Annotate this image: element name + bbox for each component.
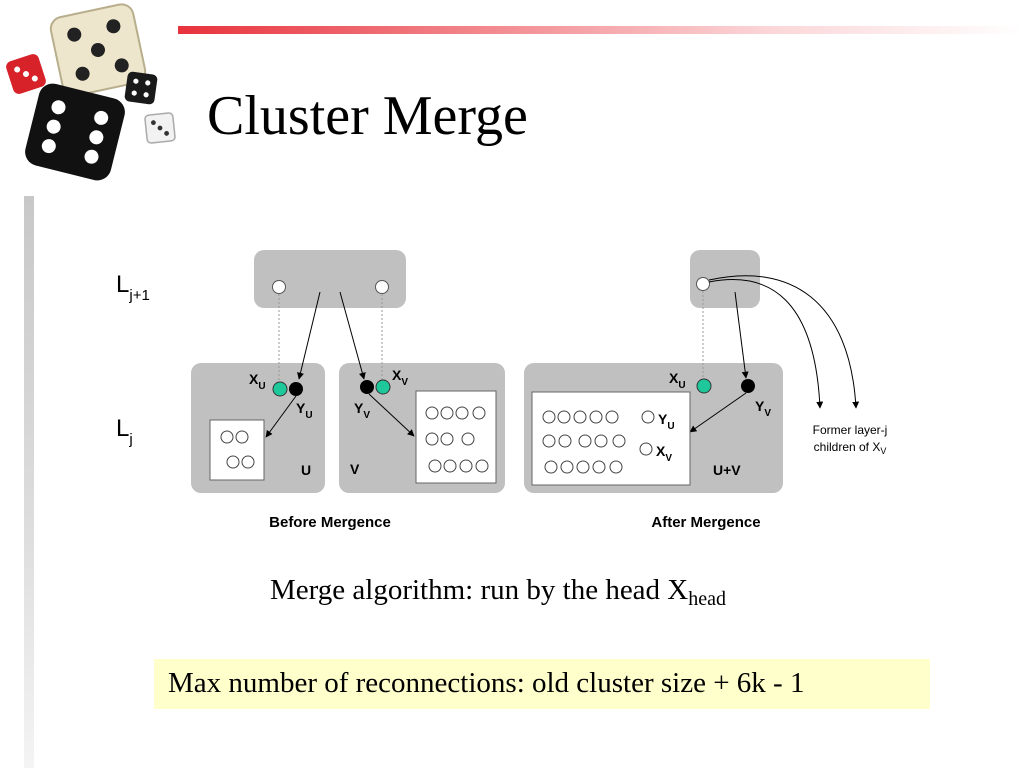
cream-die xyxy=(49,3,147,97)
small-white-die xyxy=(144,112,176,144)
children-nodes-u xyxy=(220,430,255,469)
label-xv-after: XV xyxy=(656,443,672,464)
caption-before: Before Mergence xyxy=(269,514,391,531)
label-yu: YU xyxy=(296,400,313,421)
label-xu: XU xyxy=(249,371,266,392)
red-die xyxy=(6,54,46,94)
merge-algorithm-main: Merge algorithm: run by the head X xyxy=(270,574,689,606)
node-yv-after xyxy=(741,379,755,393)
children-nodes-merged xyxy=(542,410,655,474)
node-xv xyxy=(375,379,391,395)
after-mergence-group: XU YV YU XV U+V Former layer-j children … xyxy=(524,250,887,531)
arrow-to-yv-after xyxy=(734,291,749,379)
merge-algorithm-text: Merge algorithm: run by the head Xhead xyxy=(270,574,726,611)
upper-cluster-box-before xyxy=(254,250,406,308)
label-yv: YV xyxy=(354,400,370,421)
curve-arrow-1 xyxy=(708,279,824,409)
note-former-children-line2: children of XV xyxy=(814,440,887,456)
before-mergence-group: XU YU U XV YV V Before Mergence xyxy=(191,250,505,531)
label-yu-after: YU xyxy=(658,411,675,432)
large-black-die xyxy=(25,83,125,181)
label-xu-after: XU xyxy=(669,370,686,391)
arrow-yv-to-merged xyxy=(689,392,747,433)
label-xv: XV xyxy=(392,367,408,388)
node-yu xyxy=(289,382,303,396)
title-accent-bar xyxy=(178,26,1024,34)
note-former-children-line1: Former layer-j xyxy=(813,423,888,437)
slide-title: Cluster Merge xyxy=(207,85,528,147)
upper-node-after xyxy=(696,277,710,291)
children-box-u xyxy=(209,419,265,481)
node-xu xyxy=(272,381,288,397)
merge-algorithm-sub: head xyxy=(688,588,727,610)
caption-after: After Mergence xyxy=(651,514,760,531)
node-xu-after xyxy=(696,378,712,394)
upper-node-left xyxy=(272,280,286,294)
upper-node-right xyxy=(375,280,389,294)
arrow-to-yu xyxy=(297,291,321,380)
layer-label-lower: Lj xyxy=(116,415,133,448)
arrow-to-xv xyxy=(339,291,366,380)
upper-cluster-box-after xyxy=(690,250,760,308)
label-cluster-u: U xyxy=(301,462,311,478)
label-cluster-uv: U+V xyxy=(713,462,741,478)
node-yv xyxy=(360,380,374,394)
label-cluster-v: V xyxy=(350,461,360,477)
children-nodes-v xyxy=(425,406,489,473)
small-black-die xyxy=(124,71,158,105)
layer-label-upper: Lj+1 xyxy=(116,271,150,304)
dice-logo xyxy=(6,3,176,181)
arrow-yu-to-children xyxy=(265,395,297,438)
arrow-yv-to-children xyxy=(368,393,415,437)
label-yv-after: YV xyxy=(755,398,771,419)
reconnections-callout: Max number of reconnections: old cluster… xyxy=(154,659,930,709)
left-accent-bar xyxy=(24,196,34,768)
curve-arrow-2 xyxy=(708,275,860,409)
